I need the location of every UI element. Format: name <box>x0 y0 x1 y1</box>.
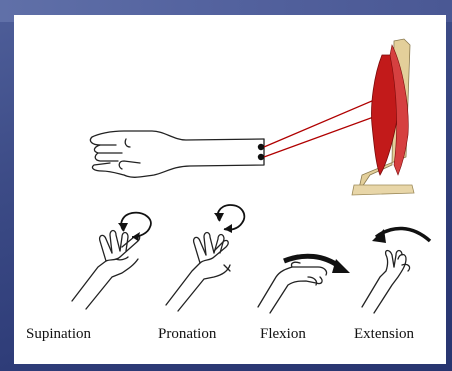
label-pronation: Pronation <box>158 326 216 343</box>
pronation-hand-illustration <box>166 233 230 312</box>
electrode-wires <box>264 95 390 157</box>
label-supination: Supination <box>26 326 91 343</box>
electrode-bottom <box>258 154 264 160</box>
extension-arrow-head <box>372 229 386 243</box>
extension-hand-illustration <box>362 251 410 314</box>
arm-with-sensor-illustration <box>90 131 264 177</box>
forearm-muscle-illustration <box>352 39 414 195</box>
electrode-top <box>258 144 264 150</box>
diagram-panel: Supination Pronation Flexion Extension <box>14 15 446 364</box>
supination-hand-illustration <box>72 231 140 310</box>
flexion-hand-illustration <box>258 262 327 313</box>
forearm-motion-diagram <box>14 15 446 364</box>
label-extension: Extension <box>354 326 414 343</box>
pronation-arrow-head <box>224 224 232 233</box>
flexion-arrow <box>284 256 340 267</box>
label-flexion: Flexion <box>260 326 306 343</box>
